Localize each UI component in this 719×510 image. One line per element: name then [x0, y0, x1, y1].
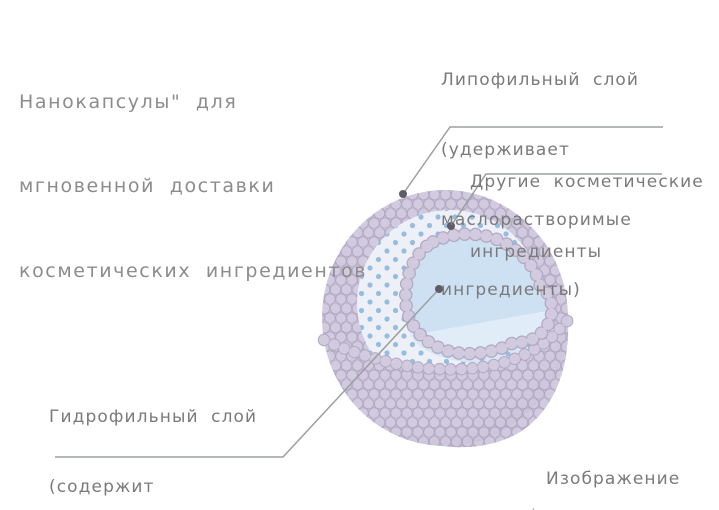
label-line: ингредиенты	[470, 242, 603, 263]
caption-line: Изображение	[546, 468, 681, 489]
leader-dot-hydrophilic	[435, 285, 443, 293]
label-line: Гидрофильный слой	[49, 406, 258, 427]
title-line: мгновенной доставки	[19, 175, 276, 198]
label-line: (удерживает	[441, 140, 570, 161]
leader-line-other-ingredients	[450, 173, 662, 227]
leader-endpoints	[399, 190, 455, 293]
title-line: косметических ингредиентов	[19, 260, 368, 283]
caption-text: Изображение капсулы	[546, 421, 680, 510]
leader-dot-other-ingredients	[447, 222, 455, 230]
asterisk-icon: *	[528, 507, 539, 510]
leader-line-hydrophilic	[55, 288, 440, 458]
label-line: ингредиенты)	[441, 280, 581, 301]
label-other-ingredients: Другие косметические ингредиенты	[470, 124, 704, 311]
title-line: Нанокапсулы" для	[19, 90, 238, 113]
label-line: маслорастворимые	[441, 210, 632, 231]
label-line: (содержит	[49, 477, 155, 498]
leader-lines	[55, 126, 663, 458]
label-lipophilic-layer: Липофильный слой (удерживает маслораство…	[441, 22, 639, 350]
label-line: Другие косметические	[470, 171, 704, 192]
sphere-shading	[322, 190, 568, 446]
leader-dot-lipophilic	[399, 190, 407, 198]
nanocapsule-illustration	[317, 190, 575, 448]
capsule-caption: * Изображение капсулы	[528, 421, 680, 510]
label-line: Липофильный слой	[441, 69, 640, 90]
page-title: Нанокапсулы" для мгновенной доставки кос…	[19, 31, 367, 342]
label-hydrophilic-layer: Гидрофильный слой (содержит водораствори…	[49, 359, 257, 510]
leader-line-lipophilic	[402, 126, 663, 195]
